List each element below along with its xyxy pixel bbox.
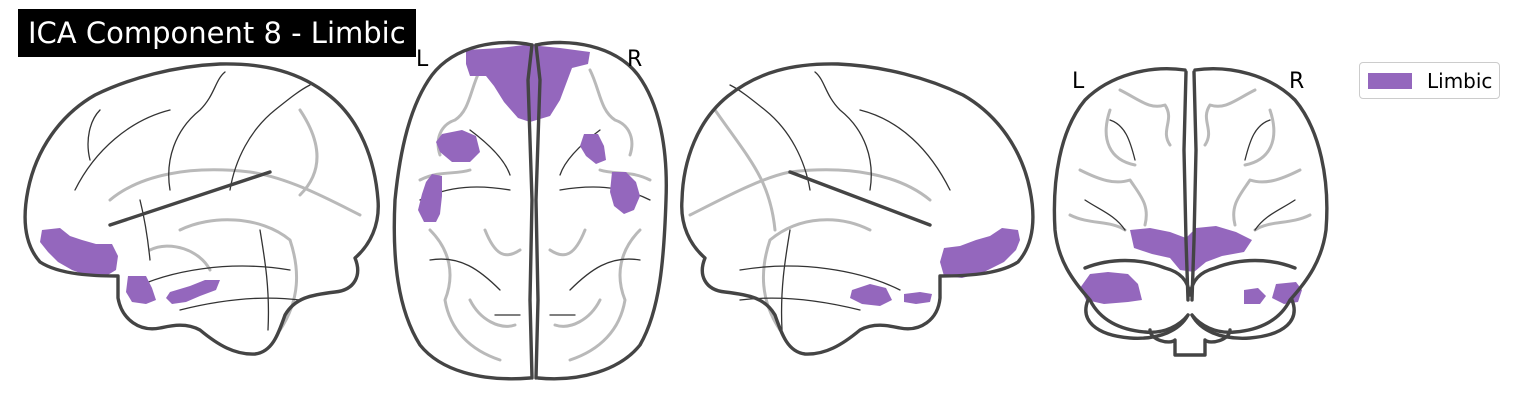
axial-right-label: R — [627, 47, 642, 72]
limbic-blob-axial-left-frontal — [436, 130, 480, 162]
axial-midline — [526, 43, 542, 380]
figure-title: ICA Component 8 - Limbic — [18, 9, 416, 57]
limbic-blob-sagittal-right-temporal-1 — [850, 284, 892, 306]
limbic-blob-coronal-right-2 — [1272, 282, 1302, 304]
sagittal-right-outline — [680, 62, 1035, 356]
axial-view: L R — [392, 40, 668, 381]
limbic-blob-coronal-right-1 — [1244, 288, 1266, 304]
sagittal-left-outline — [23, 62, 380, 356]
limbic-blob-sagittal-orbitofrontal — [40, 228, 118, 276]
sagittal-left-view — [23, 62, 380, 356]
legend-label-limbic: Limbic — [1427, 69, 1493, 93]
coronal-right-label: R — [1289, 69, 1304, 94]
limbic-blob-sagittal-right-temporal-2 — [904, 292, 932, 304]
coronal-view: L R — [1052, 67, 1329, 357]
limbic-blob-sagittal-temporal-1 — [126, 276, 156, 304]
coronal-left-label: L — [1072, 69, 1085, 94]
coronal-temporal-lobes — [1083, 258, 1297, 297]
axial-outline-left — [392, 40, 534, 381]
coronal-brainstem — [1148, 328, 1232, 357]
coronal-outline-left — [1052, 67, 1190, 334]
coronal-cerebellum — [1084, 298, 1296, 340]
limbic-blob-axial-right-frontal — [580, 134, 606, 164]
coronal-midline — [1182, 70, 1198, 302]
limbic-blob-sagittal-temporal-2 — [166, 280, 220, 304]
limbic-blob-axial-right-temporal — [610, 172, 640, 214]
limbic-blob-coronal-center — [1130, 226, 1252, 272]
sagittal-right-view — [680, 62, 1035, 356]
limbic-blob-sagittal-right-orbitofrontal — [940, 228, 1020, 278]
coronal-outline-right — [1190, 67, 1329, 334]
legend: Limbic — [1359, 62, 1500, 99]
limbic-blob-coronal-left — [1080, 272, 1142, 304]
limbic-blob-axial-left-temporal — [418, 174, 442, 222]
legend-swatch-limbic — [1368, 73, 1412, 89]
axial-left-label: L — [416, 47, 429, 72]
axial-outline-right — [534, 40, 668, 381]
